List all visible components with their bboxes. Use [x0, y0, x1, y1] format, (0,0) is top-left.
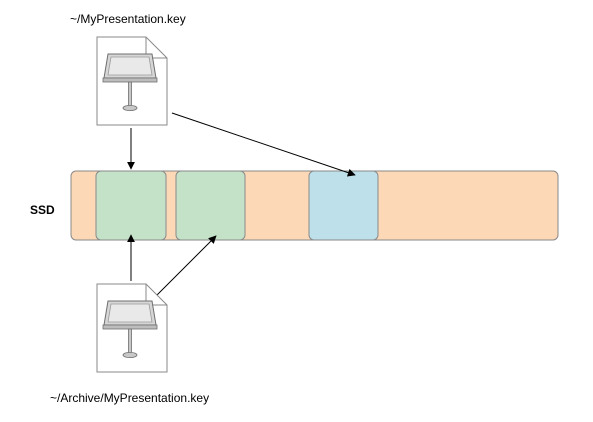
modified-block [308, 170, 379, 241]
keynote-document-icon [96, 283, 168, 373]
bottom-file-label: ~/Archive/MyPresentation.key [50, 391, 209, 405]
shared-block-2 [175, 170, 246, 241]
keynote-document-icon [96, 36, 168, 126]
ssd-label: SSD [30, 203, 55, 217]
shared-block-1 [95, 170, 167, 241]
top-file-label: ~/MyPresentation.key [70, 12, 186, 26]
arrow-bottom-to-block-2 [154, 235, 217, 298]
arrow-top-to-modified-block [171, 112, 356, 177]
